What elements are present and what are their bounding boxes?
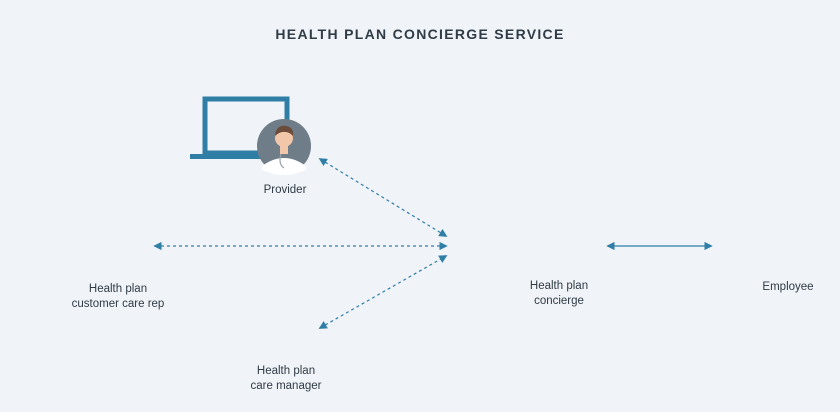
provider-concierge-dotted-arrow	[318, 158, 448, 237]
provider-label: Provider	[263, 184, 307, 196]
care-manager-concierge-dotted-arrow	[318, 255, 448, 329]
employee-label: Employee	[762, 281, 814, 293]
customer-care-rep-label: Health plan customer care rep	[71, 283, 165, 310]
concierge-label: Health plan concierge	[529, 280, 589, 307]
provider-avatar	[257, 119, 311, 175]
diagram-title: HEALTH PLAN CONCIERGE SERVICE	[275, 26, 565, 42]
care-manager-label: Health plan care manager	[250, 365, 322, 392]
